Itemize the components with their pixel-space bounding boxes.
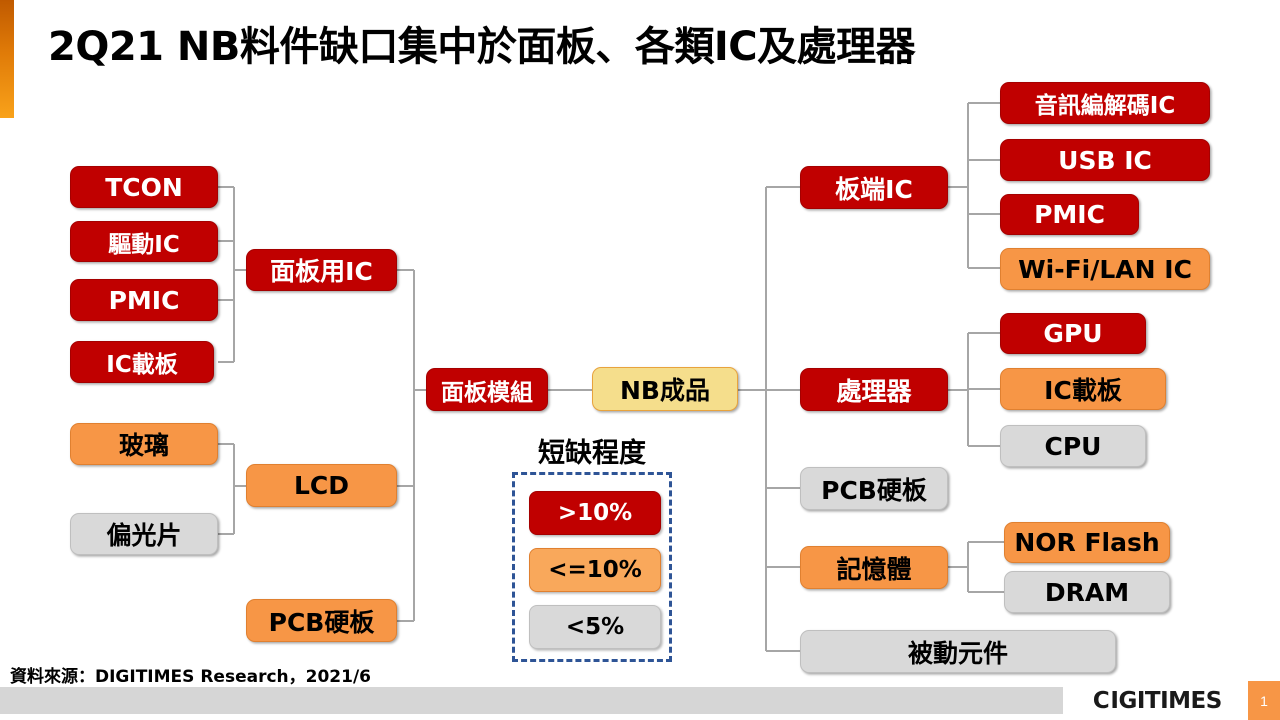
node-nb-product[interactable]: NB成品 bbox=[592, 367, 738, 411]
accent-bar bbox=[0, 0, 14, 118]
node-passive-components[interactable]: 被動元件 bbox=[800, 630, 1116, 673]
node-gpu[interactable]: GPU bbox=[1000, 313, 1146, 354]
node-dram[interactable]: DRAM bbox=[1004, 571, 1170, 613]
node-pmic-board[interactable]: PMIC bbox=[1000, 194, 1139, 235]
node-memory[interactable]: 記憶體 bbox=[800, 546, 948, 589]
node-panel-ic[interactable]: 面板用IC bbox=[246, 249, 397, 291]
node-pmic-panel[interactable]: PMIC bbox=[70, 279, 218, 321]
node-lcd[interactable]: LCD bbox=[246, 464, 397, 507]
node-pcb-right[interactable]: PCB硬板 bbox=[800, 467, 948, 510]
legend-item-low[interactable]: <5% bbox=[529, 605, 661, 649]
node-polarizer[interactable]: 偏光片 bbox=[70, 513, 218, 555]
node-tcon[interactable]: TCON bbox=[70, 166, 218, 208]
footer-bar bbox=[0, 687, 1063, 714]
page-number-badge: 1 bbox=[1248, 681, 1280, 720]
node-usb-ic[interactable]: USB IC bbox=[1000, 139, 1210, 181]
node-cpu[interactable]: CPU bbox=[1000, 425, 1146, 467]
node-ic-substrate-processor[interactable]: IC載板 bbox=[1000, 368, 1166, 410]
supply-chain-diagram: TCON 驅動IC PMIC IC載板 面板用IC 玻璃 偏光片 LCD PCB… bbox=[70, 82, 1210, 673]
source-note: 資料來源：DIGITIMES Research，2021/6 bbox=[10, 667, 371, 687]
legend-item-high[interactable]: >10% bbox=[529, 491, 661, 535]
node-pcb-left[interactable]: PCB硬板 bbox=[246, 599, 397, 642]
legend-box: >10% <=10% <5% bbox=[512, 472, 672, 662]
logo-text: IGITIMES bbox=[1110, 688, 1222, 714]
node-glass[interactable]: 玻璃 bbox=[70, 423, 218, 465]
legend-item-medium[interactable]: <=10% bbox=[529, 548, 661, 592]
node-wifi-lan-ic[interactable]: Wi-Fi/LAN IC bbox=[1000, 248, 1210, 290]
node-ic-substrate-panel[interactable]: IC載板 bbox=[70, 341, 214, 383]
node-driver-ic[interactable]: 驅動IC bbox=[70, 221, 218, 262]
page-title: 2Q21 NB料件缺口集中於面板、各類IC及處理器 bbox=[48, 24, 916, 70]
logo-mark-icon: Ɔ bbox=[1093, 688, 1110, 714]
node-processor[interactable]: 處理器 bbox=[800, 368, 948, 411]
node-board-ic[interactable]: 板端IC bbox=[800, 166, 948, 209]
node-nor-flash[interactable]: NOR Flash bbox=[1004, 522, 1170, 563]
node-panel-module[interactable]: 面板模組 bbox=[426, 368, 548, 411]
legend-title: 短缺程度 bbox=[538, 438, 646, 469]
node-audio-codec-ic[interactable]: 音訊編解碼IC bbox=[1000, 82, 1210, 124]
